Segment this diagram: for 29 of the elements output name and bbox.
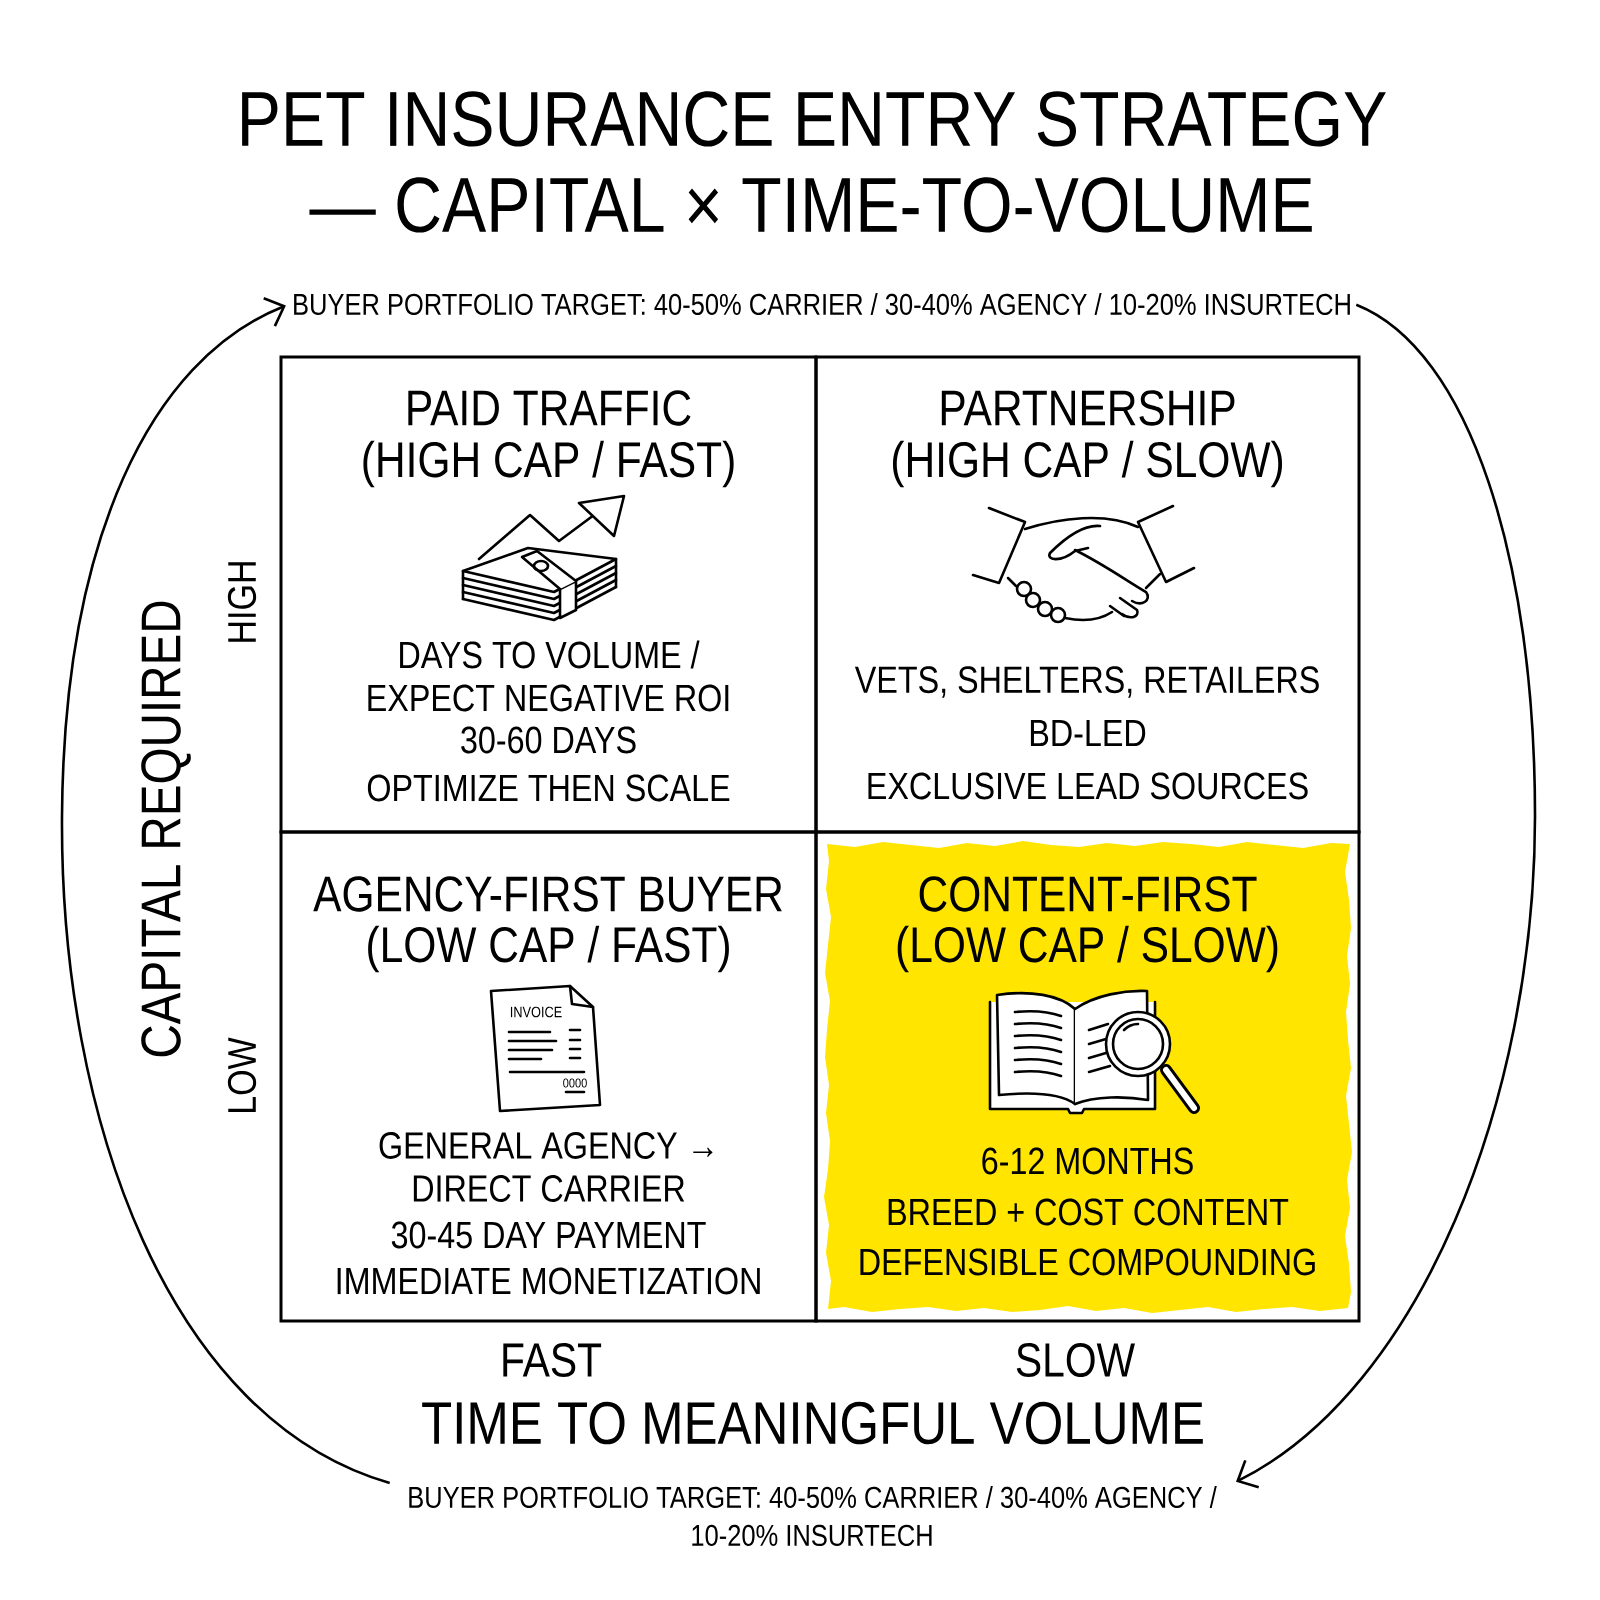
body-text: EXCLUSIVE LEAD SOURCES [868,772,1308,800]
heading: CONTENT-FIRST [919,876,1257,912]
body-text: VETS, SHELTERS, RETAILERS [854,666,1319,698]
body-text: BD-LED [1030,719,1146,747]
heading: AGENCY-FIRST BUYER [313,876,782,912]
subheading: (HIGH CAP / SLOW) [893,440,1283,488]
axis-title: TIME TO MEANINGFUL VOLUME [422,1401,1203,1445]
icon-text: INVOICE [510,1006,562,1018]
curved-arrow [1236,303,1537,1489]
heading: PARTNERSHIP [941,390,1235,426]
subheading: (LOW CAP / FAST) [368,925,729,973]
note-text: BUYER PORTFOLIO TARGET: 40-50% CARRIER / 30-40% AGENCY / 10-20% INSURTECH [294,293,1350,315]
body-text: DEFENSIBLE COMPOUNDING [860,1248,1315,1276]
body-text: DAYS TO VOLUME / EXPECT NEGATIVE ROI [368,640,729,712]
axis-title: CAPITAL REQUIRED [141,601,191,1057]
subheading: (LOW CAP / SLOW) [897,925,1278,973]
title: PET INSURANCE ENTRY STRATEGY — CAPITAL × TIME-TO-VOLUME [242,91,1386,233]
body-text: 30-45 DAY PAYMENT [391,1221,706,1249]
icon-text: 0000 [563,1078,587,1088]
body-text: 6-12 MONTHS [982,1147,1193,1175]
body-text: IMMEDIATE MONETIZATION [337,1267,760,1295]
subheading: (HIGH CAP / FAST) [363,440,734,488]
heading: PAID TRAFFIC [408,390,691,426]
body-text: BREED + COST CONTENT [888,1198,1289,1226]
note-text: BUYER PORTFOLIO TARGET: 40-50% CARRIER / 30-40% AGENCY / 10-20% INSURTECH [409,1486,1217,1547]
curved-arrow [60,297,391,1485]
body-text: OPTIMIZE THEN SCALE [367,774,730,802]
body-text: GENERAL AGENCY → DIRECT CARRIER [379,1132,713,1202]
body-text: 30-60 DAYS [461,726,636,754]
